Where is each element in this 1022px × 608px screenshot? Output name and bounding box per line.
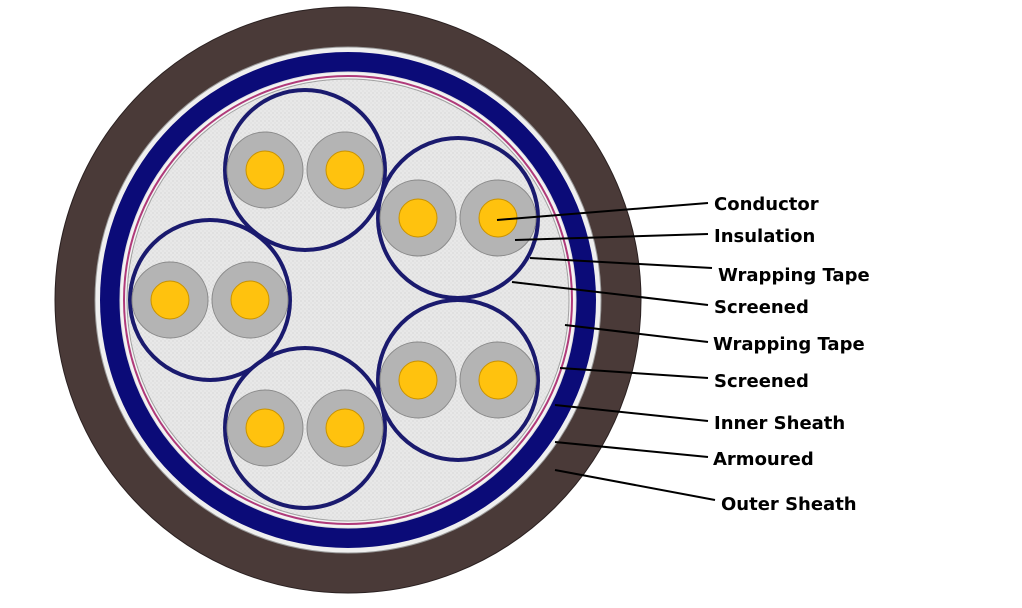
pair-2: [376, 136, 540, 300]
conductor-label: Conductor: [714, 194, 819, 215]
wrapping-tape-1-leader-line: [529, 257, 713, 269]
inner-sheath-leader-line: [554, 404, 709, 422]
conductor-core: [245, 150, 285, 190]
conductor-core: [230, 280, 270, 320]
screened-2-label: Screened: [714, 371, 809, 392]
conductor-core: [325, 150, 365, 190]
conductor-core: [398, 360, 438, 400]
conductor-leader-line: [496, 202, 709, 221]
screened-1-leader-line: [511, 281, 709, 306]
wrapping-tape-2-label: Wrapping Tape: [713, 334, 865, 355]
pair-5: [223, 346, 387, 510]
conductor-core: [478, 360, 518, 400]
conductor-core: [245, 408, 285, 448]
conductor-core: [325, 408, 365, 448]
pair-1: [223, 88, 387, 252]
wrapping-tape-1-label: Wrapping Tape: [718, 265, 870, 286]
pair-4: [376, 298, 540, 462]
armoured-leader-line: [554, 441, 709, 458]
insulation-leader-line: [514, 233, 709, 241]
conductor-core: [398, 198, 438, 238]
inner-sheath-label: Inner Sheath: [714, 413, 845, 434]
conductor-core: [150, 280, 190, 320]
pair-screen: [128, 218, 292, 382]
screened-1-label: Screened: [714, 297, 809, 318]
armoured-label: Armoured: [713, 449, 814, 470]
pair-screen: [223, 346, 387, 510]
pair-3: [128, 218, 292, 382]
overall-screen-ring: [123, 75, 573, 525]
outer-sheath-label: Outer Sheath: [721, 494, 857, 515]
outer-sheath-leader-line: [554, 469, 716, 501]
pair-screen: [223, 88, 387, 252]
pairs-group: [128, 88, 540, 510]
wrapping-tape-2-leader-line: [564, 324, 709, 343]
screened-2-leader-line: [559, 367, 709, 379]
pair-screen: [376, 298, 540, 462]
insulation-label: Insulation: [714, 226, 815, 247]
